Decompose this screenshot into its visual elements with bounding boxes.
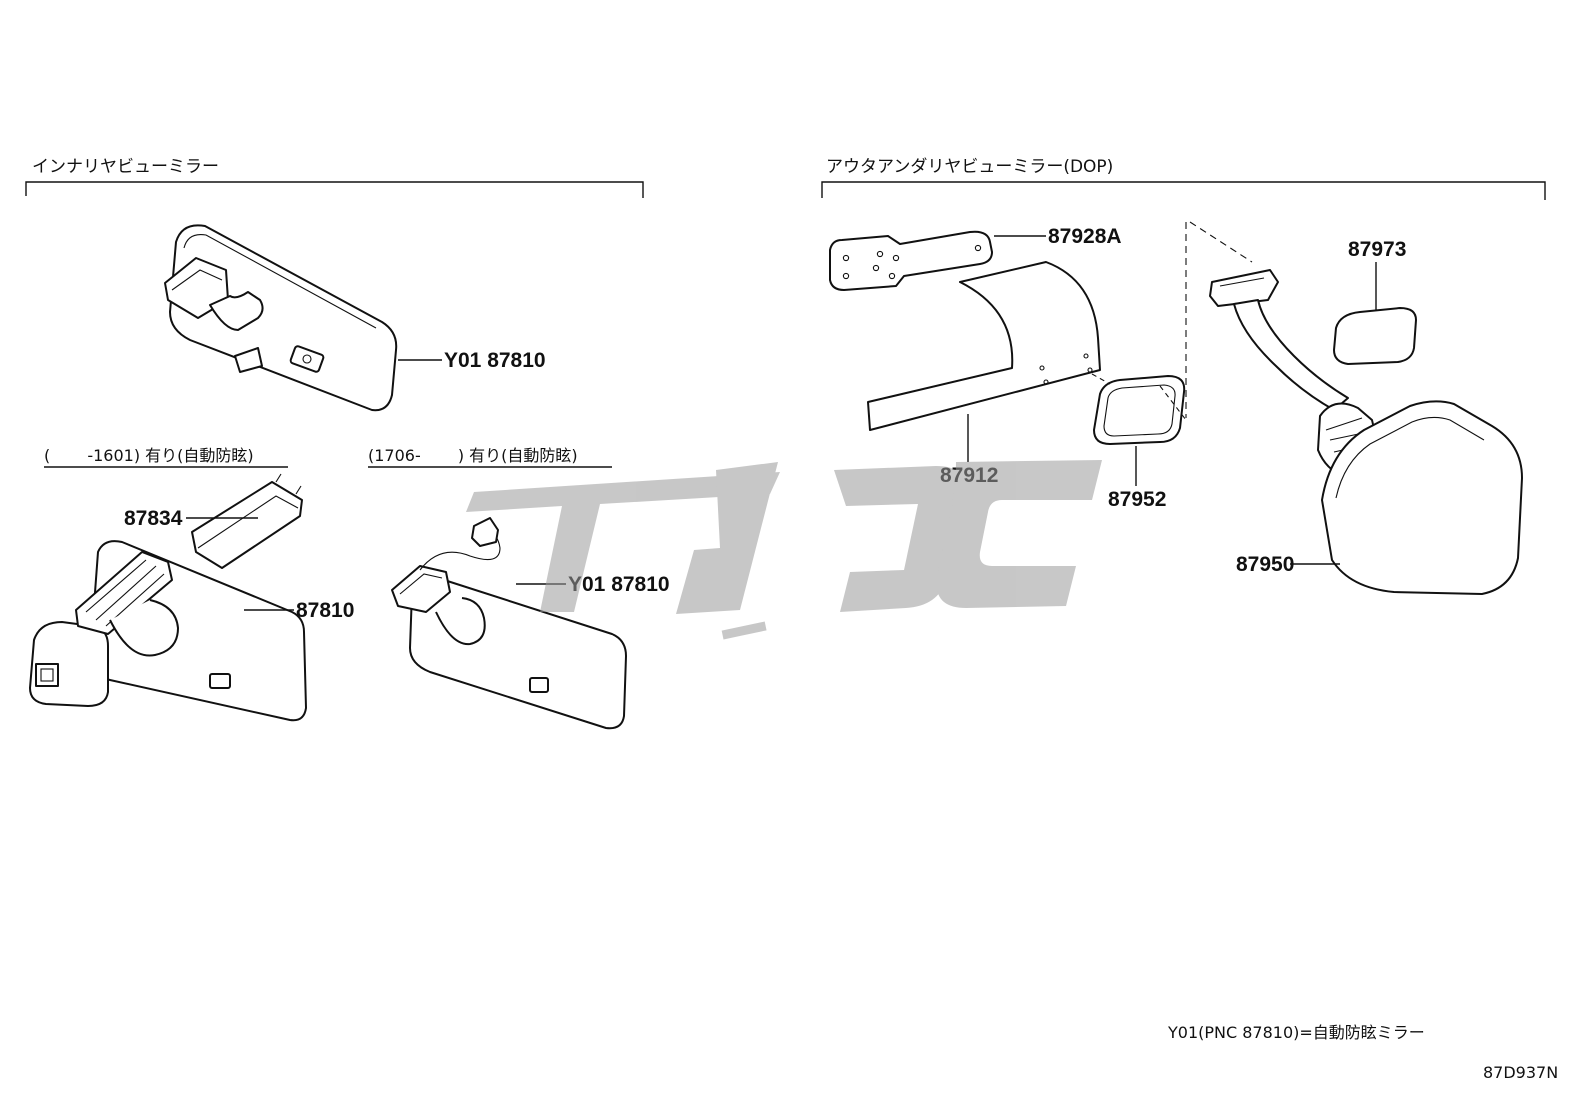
- gasket-87952-illustration: [1093, 375, 1186, 445]
- diagram-code: 87D937N: [1483, 1063, 1558, 1082]
- part-number-cover-cap: 87973: [1348, 238, 1406, 261]
- part-number-outer-mirror: 87950: [1236, 553, 1294, 576]
- variant-a-title: ( -1601) 有り(自動防眩): [44, 446, 254, 465]
- part-number-holder: 87834: [124, 507, 183, 530]
- assembly-dash-line: [1091, 373, 1187, 421]
- cover-cap-87973-illustration: [1333, 307, 1417, 365]
- part-number-mirror-b: Y01 87810: [568, 573, 670, 596]
- outer-mirror-section-title: アウタアンダリヤビューミラー(DOP): [826, 157, 1113, 177]
- part-number-mirror-a: 87810: [296, 599, 354, 622]
- outer-mirror-87950-illustration: [1209, 269, 1523, 595]
- watermark-logo: [466, 460, 1102, 640]
- variant-b-title: (1706- ) 有り(自動防眩): [368, 446, 578, 465]
- part-number-bracket-plate: 87928A: [1048, 225, 1122, 248]
- inner-mirror-section-title: インナリヤビューミラー: [32, 157, 219, 177]
- assembly-dash-line: [1185, 221, 1253, 418]
- variant-b-mirror-illustration: [391, 517, 627, 730]
- holder-87834-illustration: [191, 473, 303, 569]
- variant-a-mirror-illustration: [29, 540, 307, 722]
- inner-section-bracket: [25, 181, 644, 198]
- cover-sheet-87912-illustration: [867, 261, 1101, 431]
- footnote: Y01(PNC 87810)=自動防眩ミラー: [1167, 1023, 1425, 1042]
- outer-section-bracket: [821, 181, 1546, 200]
- inner-mirror-illustration: [164, 224, 398, 412]
- part-number-gasket: 87952: [1108, 488, 1166, 511]
- part-number-inner-mirror: Y01 87810: [444, 349, 546, 372]
- bracket-plate-87928a-illustration: [829, 230, 993, 291]
